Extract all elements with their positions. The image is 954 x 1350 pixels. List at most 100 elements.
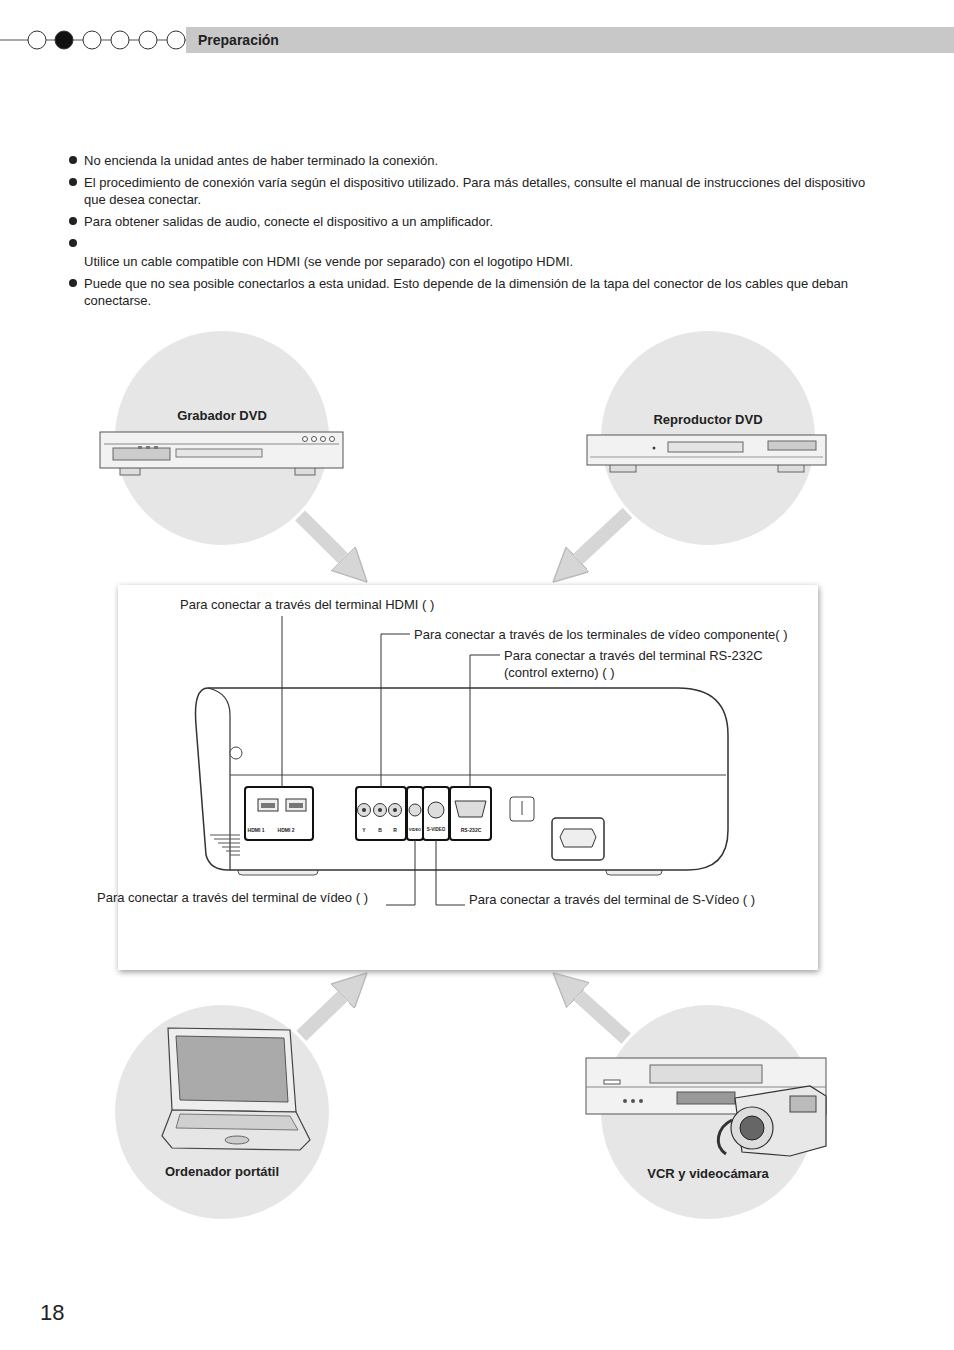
panel-line (586, 1087, 826, 1088)
dsub-connector (455, 801, 486, 817)
leader-line (470, 655, 500, 787)
connection-arrow (301, 996, 342, 1036)
device-name: Grabador DVD (112, 407, 332, 424)
s-video-jack (428, 802, 444, 818)
laptop-lid (168, 1028, 296, 1112)
video-terminal-frame (407, 787, 423, 840)
touchpad (225, 1136, 249, 1144)
section-title: Preparación (198, 31, 498, 49)
button (631, 1099, 635, 1103)
vent-line (218, 843, 240, 844)
button (312, 437, 317, 442)
connection-arrow (578, 995, 626, 1038)
terminal-label: VIDEO (407, 827, 423, 833)
bullet-dot (69, 239, 77, 247)
terminal-label: B (376, 827, 384, 833)
button (303, 437, 308, 442)
rca-pin (362, 808, 366, 812)
bullet-dots (69, 156, 77, 287)
display (677, 1092, 735, 1104)
panel-line (590, 457, 823, 458)
rca-pin (393, 808, 397, 812)
note-text: Para obtener salidas de audio, conecte e… (84, 213, 884, 230)
callout-text: Para conectar a través de los terminales… (414, 626, 914, 643)
hdmi-pins (289, 803, 303, 808)
hdmi-pins (261, 803, 275, 808)
note-text: El procedimiento de conexión varía según… (84, 174, 884, 208)
note-text: No encienda la unidad antes de haber ter… (84, 152, 884, 169)
panel-line (104, 444, 339, 445)
display (113, 448, 170, 460)
trigger-terminal (510, 797, 534, 821)
callout-text: Para conectar a través del terminal HDMI… (180, 596, 620, 613)
button (146, 446, 150, 449)
camcorder-lens (731, 1107, 773, 1149)
rca-jack (389, 804, 402, 817)
laptop-screen (176, 1036, 288, 1102)
vent-line (210, 835, 240, 836)
rca-jack (374, 804, 387, 817)
terminal-label: S-VIDEO (423, 827, 449, 833)
vent-line (214, 839, 240, 840)
projector-body (196, 688, 729, 870)
vcr-body (586, 1058, 826, 1114)
button (604, 1080, 620, 1084)
callout-text: Para conectar a través del terminal de v… (97, 889, 382, 906)
s-video-terminal-frame (423, 787, 449, 840)
connection-arrow (578, 513, 628, 559)
leader-line (381, 634, 410, 787)
camcorder-lens (740, 1116, 764, 1140)
tape-slot (650, 1065, 762, 1083)
device-name: VCR y videocámara (598, 1165, 818, 1182)
progress-dots (28, 31, 185, 49)
leader-line (282, 616, 283, 787)
progress-dot (139, 31, 157, 49)
hdmi-terminal-frame (245, 787, 313, 840)
laptop-base (162, 1110, 310, 1150)
note-text: Puede que no sea posible conectarlos a e… (84, 275, 874, 309)
panel-line (230, 775, 726, 776)
device-circle: Ordenador portátil (115, 1005, 329, 1219)
vent-line (230, 855, 240, 856)
device-name: Ordenador portátil (112, 1163, 332, 1180)
hdmi-port (286, 799, 306, 811)
device-name: Reproductor DVD (598, 411, 818, 428)
button (138, 446, 142, 449)
rca-jack (409, 804, 421, 816)
device-circle: Reproductor DVD (601, 331, 815, 545)
bullet-dot (69, 279, 77, 287)
vent-line (222, 847, 240, 848)
camcorder-screen (790, 1096, 816, 1112)
button (154, 446, 158, 449)
keyboard (176, 1114, 298, 1130)
callout-text: Para conectar a través del terminal RS-2… (504, 647, 794, 681)
trigger-pin (522, 801, 523, 815)
progress-dot (55, 31, 73, 49)
leader-line (386, 840, 415, 905)
header-band (186, 27, 954, 53)
display (768, 441, 816, 450)
bullet-dot (69, 178, 77, 186)
component-terminal-frame (356, 787, 406, 840)
page-number: 18 (40, 1300, 100, 1326)
note-text: Utilice un cable compatible con HDMI (se… (84, 253, 884, 270)
sensor (230, 747, 242, 759)
power-inlet (552, 818, 604, 860)
button (321, 437, 326, 442)
progress-dot (83, 31, 101, 49)
leader-line (436, 840, 465, 905)
progress-dot (28, 31, 46, 49)
terminal-label: R (391, 827, 399, 833)
connection-arrow (300, 516, 343, 559)
rca-pin (378, 808, 382, 812)
hand-strap (718, 1120, 732, 1154)
button (623, 1099, 627, 1103)
indicator (653, 447, 656, 450)
terminal-label: HDMI 2 (275, 827, 297, 833)
power-socket (560, 829, 596, 847)
terminal-label: HDMI 1 (245, 827, 267, 833)
callout-text: Para conectar a través del terminal de S… (469, 891, 789, 908)
bullet-dot (69, 217, 77, 225)
progress-dot (111, 31, 129, 49)
recorder-body (100, 432, 343, 468)
